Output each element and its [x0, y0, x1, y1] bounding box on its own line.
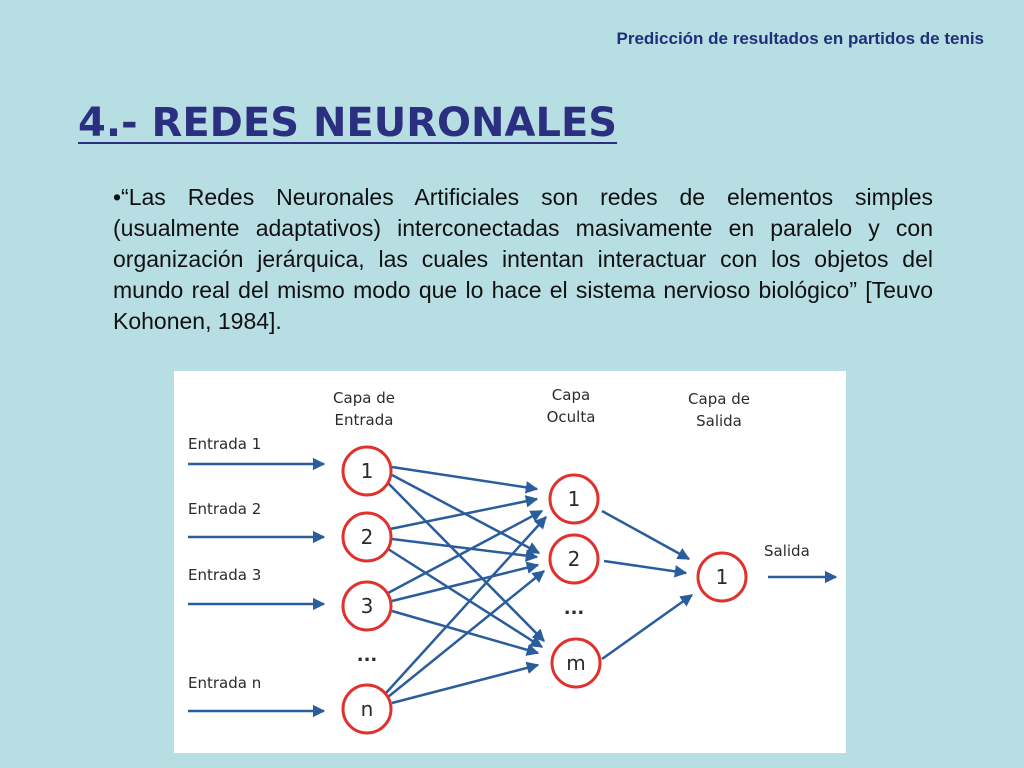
input-node-n: n	[341, 683, 393, 735]
input-label-n: Entrada n	[188, 674, 261, 692]
input-node-n-label: n	[361, 697, 374, 721]
hidden-node-m-label: m	[566, 651, 585, 675]
page-title: 4.- REDES NEURONALES	[78, 100, 618, 146]
connection-arrow	[391, 661, 540, 705]
hidden-ellipsis: ...	[564, 598, 585, 619]
output-node-1-label: 1	[716, 565, 729, 589]
input-node-2-label: 2	[361, 525, 374, 549]
output-label: Salida	[764, 542, 810, 560]
connection-arrow	[603, 559, 688, 578]
connection-arrow	[387, 509, 544, 595]
connection-arrow	[387, 482, 545, 642]
input-ellipsis: ...	[357, 645, 378, 666]
input-node-3: 3	[341, 580, 393, 632]
output-node-1: 1	[696, 551, 748, 603]
hidden-layer-label-line1: Capa	[552, 386, 590, 404]
connection-arrow	[391, 465, 539, 494]
connection-arrow	[391, 561, 540, 603]
connection-arrow	[385, 516, 547, 694]
connection-arrow	[391, 609, 540, 656]
connection-arrow	[601, 593, 694, 661]
output-layer-label-line1: Capa de	[688, 390, 750, 408]
input-label-2: Entrada 2	[188, 500, 261, 518]
connection-arrow	[387, 570, 545, 698]
input-layer-label-line1: Capa de	[333, 389, 395, 407]
input-label-3: Entrada 3	[188, 566, 261, 584]
input-layer-label-line2: Entrada	[335, 411, 394, 429]
hidden-node-2-label: 2	[568, 547, 581, 571]
connection-arrow	[389, 495, 539, 531]
input-node-1-label: 1	[361, 459, 374, 483]
hidden-node-1: 1	[548, 473, 600, 525]
header-title: Predicción de resultados en partidos de …	[616, 29, 984, 48]
neural-network-diagram: Capa de Entrada Capa Oculta Capa de Sali…	[174, 371, 846, 753]
hidden-node-m: m	[550, 637, 602, 689]
connection-arrow	[601, 509, 691, 561]
input-node-2: 2	[341, 511, 393, 563]
hidden-node-2: 2	[548, 533, 600, 585]
output-layer-label-line2: Salida	[696, 412, 742, 430]
input-node-3-label: 3	[361, 594, 374, 618]
hidden-layer-label-line2: Oculta	[547, 408, 596, 426]
input-label-1: Entrada 1	[188, 435, 261, 453]
quote-paragraph: •“Las Redes Neuronales Artificiales son …	[113, 184, 933, 334]
connection-arrow	[387, 547, 544, 649]
hidden-node-1-label: 1	[568, 487, 581, 511]
input-node-1: 1	[341, 445, 393, 497]
